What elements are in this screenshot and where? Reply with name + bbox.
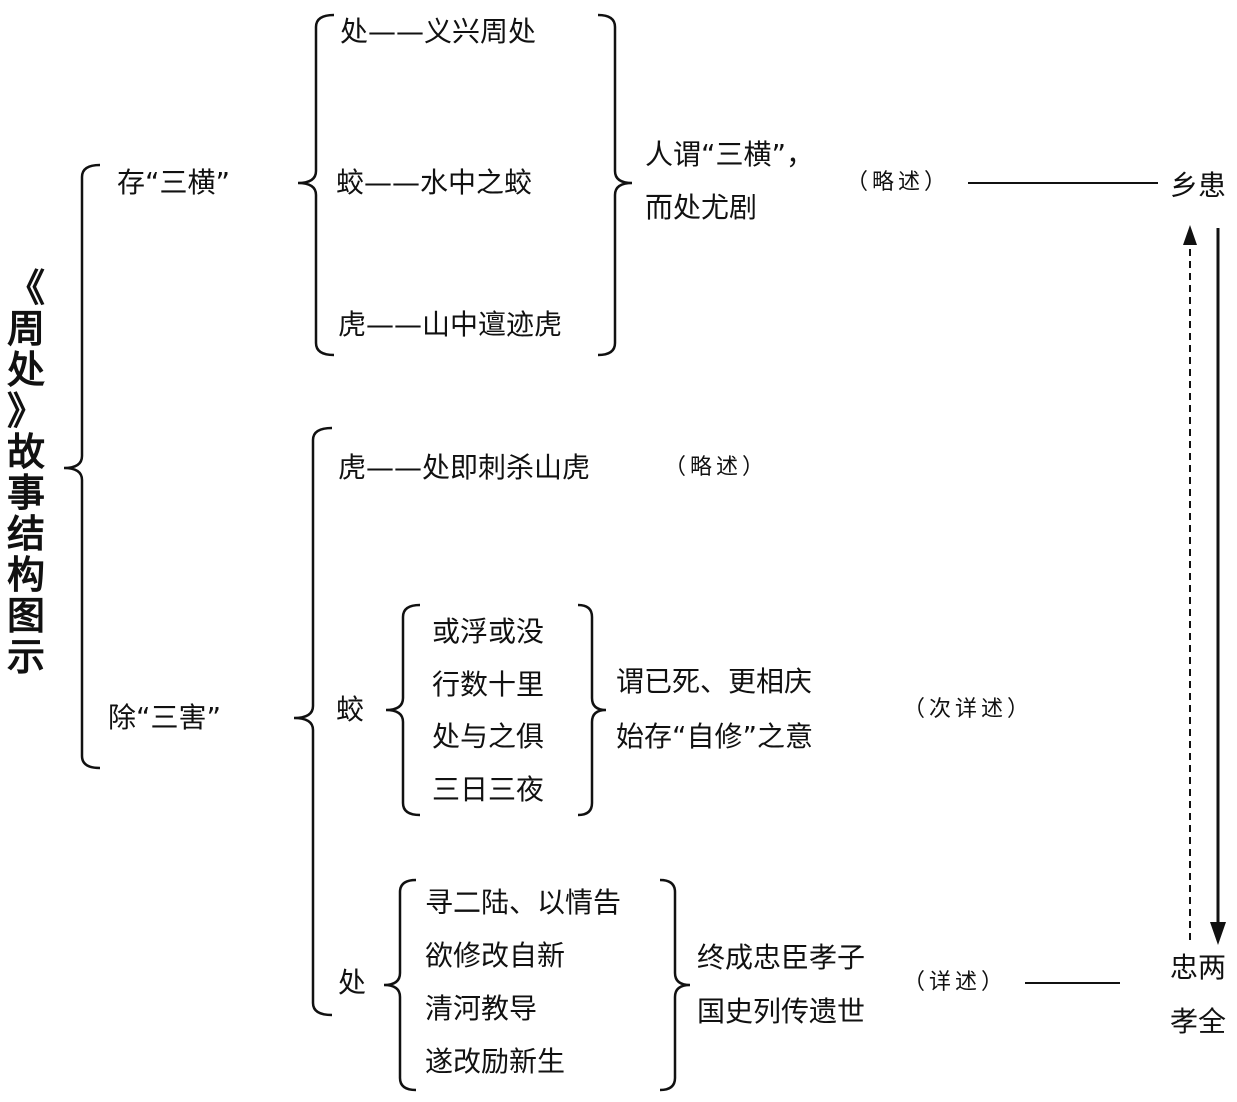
sanhai-hu-note: （略述） bbox=[664, 455, 769, 480]
title-char: 图 bbox=[6, 594, 45, 638]
chu-note: （详述） bbox=[903, 970, 1008, 995]
left-brace-jiao bbox=[385, 603, 421, 817]
sanheng-note: （略述） bbox=[846, 170, 951, 195]
right-brace-sanheng bbox=[597, 13, 633, 357]
result-zhongxiao: 孝全 bbox=[1170, 1005, 1227, 1038]
result-xianghuan: 乡患 bbox=[1170, 169, 1227, 202]
title-char: 示 bbox=[6, 635, 45, 679]
title-char: 周 bbox=[6, 307, 45, 351]
sanheng-item: 虎——山中邅迹虎 bbox=[338, 308, 563, 341]
sanheng-summary: 人谓“三横”， bbox=[645, 138, 815, 171]
chu-item: 清河教导 bbox=[425, 992, 538, 1025]
sanheng-item: 处——义兴周处 bbox=[340, 15, 537, 48]
sanheng-summary: 而处尤剧 bbox=[645, 191, 758, 224]
left-brace-main bbox=[63, 163, 101, 770]
title-char: 构 bbox=[6, 553, 45, 597]
jiao-item: 处与之俱 bbox=[432, 720, 545, 753]
branch-chu-sanhai: 除“三害” bbox=[108, 701, 222, 734]
sanhai-hu: 虎——处即刺杀山虎 bbox=[338, 451, 591, 484]
chu-summary: 终成忠臣孝子 bbox=[697, 941, 866, 974]
jiao-summary: 谓已死、更相庆 bbox=[616, 665, 813, 698]
diagram-title: 《 周 处 》 故 事 结 构 图 示 bbox=[4, 268, 48, 678]
sanhai-jiao-label: 蛟 bbox=[336, 693, 365, 726]
branch-cun-sanheng: 存“三横” bbox=[117, 166, 231, 199]
sanhai-chu-label: 处 bbox=[338, 966, 367, 999]
chu-item: 欲修改自新 bbox=[425, 939, 566, 972]
left-brace-sanhai bbox=[293, 426, 333, 1017]
arrowhead-down-icon bbox=[1210, 922, 1226, 945]
result-zhongxiao: 忠两 bbox=[1170, 951, 1227, 984]
jiao-item: 或浮或没 bbox=[432, 615, 545, 648]
jiao-item: 行数十里 bbox=[432, 668, 545, 701]
jiao-item: 三日三夜 bbox=[432, 773, 545, 806]
title-char: 处 bbox=[6, 348, 45, 392]
sanheng-item: 蛟——水中之蛟 bbox=[336, 166, 533, 199]
arrowhead-up-icon bbox=[1183, 225, 1197, 245]
chu-item: 寻二陆、以情告 bbox=[425, 886, 622, 919]
chu-summary: 国史列传遗世 bbox=[697, 995, 866, 1028]
right-brace-chu bbox=[659, 878, 691, 1092]
left-brace-chu bbox=[383, 878, 417, 1092]
right-brace-jiao bbox=[577, 603, 607, 817]
title-char: 结 bbox=[6, 512, 45, 556]
title-char: 事 bbox=[6, 471, 45, 515]
chu-item: 遂改励新生 bbox=[425, 1045, 566, 1078]
jiao-summary: 始存“自修”之意 bbox=[616, 720, 814, 753]
title-char: 《 bbox=[6, 266, 45, 310]
title-char: 》 bbox=[6, 389, 45, 433]
left-brace-sanheng bbox=[297, 13, 335, 357]
title-char: 故 bbox=[6, 430, 45, 474]
jiao-note: （次详述） bbox=[903, 697, 1034, 722]
